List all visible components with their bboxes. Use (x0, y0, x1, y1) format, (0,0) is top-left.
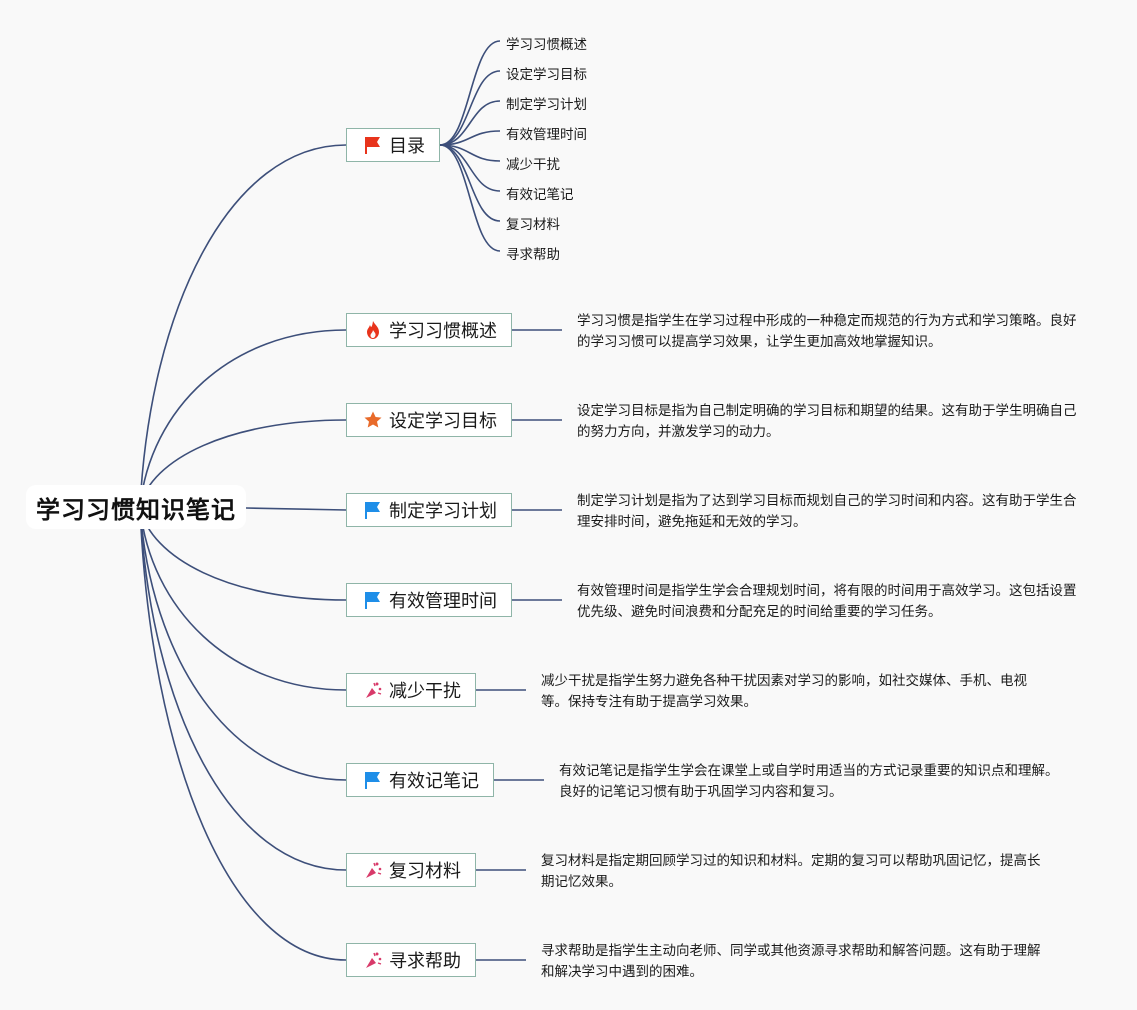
branch-distraction[interactable]: 减少干扰 (346, 673, 476, 707)
root-connector (139, 506, 347, 871)
toc-item[interactable]: 寻求帮助 (506, 247, 560, 263)
branch-plan[interactable]: 制定学习计划 (346, 493, 512, 527)
toc-item[interactable]: 学习习惯概述 (506, 37, 587, 53)
root-connector (139, 506, 347, 781)
branch-time-label: 有效管理时间 (389, 591, 497, 612)
toc-item[interactable]: 有效管理时间 (506, 127, 587, 143)
branch-notes-label: 有效记笔记 (389, 771, 479, 792)
root-connector (139, 329, 347, 508)
fire-icon (363, 320, 383, 340)
root-topic[interactable]: 学习习惯知识笔记 (26, 485, 246, 529)
branch-review-label: 复习材料 (389, 861, 461, 882)
branch-help-label: 寻求帮助 (389, 951, 461, 972)
toc-item[interactable]: 制定学习计划 (506, 97, 587, 113)
toc-item[interactable]: 复习材料 (506, 217, 560, 233)
blue-flag-icon (363, 590, 383, 610)
branch-toc-label: 目录 (389, 136, 425, 157)
toc-connector (439, 144, 501, 222)
branch-toc[interactable]: 目录 (346, 128, 440, 162)
branch-distraction-desc: 减少干扰是指学生努力避免各种干扰因素对学习的影响，如社交媒体、手机、电视等。保持… (541, 673, 1027, 710)
branch-time-desc: 有效管理时间是指学生学会合理规划时间，将有限的时间用于高效学习。这包括设置优先级… (577, 583, 1077, 620)
branch-overview[interactable]: 学习习惯概述 (346, 313, 512, 347)
branch-overview-label: 学习习惯概述 (389, 321, 497, 342)
branch-goals[interactable]: 设定学习目标 (346, 403, 512, 437)
toc-connector (439, 40, 501, 146)
toc-item[interactable]: 设定学习目标 (506, 67, 587, 83)
toc-connector (439, 70, 501, 146)
branch-time[interactable]: 有效管理时间 (346, 583, 512, 617)
branch-help[interactable]: 寻求帮助 (346, 943, 476, 977)
branch-plan-desc: 制定学习计划是指为了达到学习目标而规划自己的学习时间和内容。这有助于学生合理安排… (577, 493, 1077, 530)
branch-notes-desc: 有效记笔记是指学生学会在课堂上或自学时用适当的方式记录重要的知识点和理解。良好的… (559, 763, 1059, 800)
branch-help-desc: 寻求帮助是指学生主动向老师、同学或其他资源寻求帮助和解答问题。这有助于理解和解决… (541, 943, 1041, 980)
branch-notes[interactable]: 有效记笔记 (346, 763, 494, 797)
branch-plan-label: 制定学习计划 (389, 501, 497, 522)
blue-flag-icon (363, 770, 383, 790)
root-connector (245, 507, 347, 511)
root-connector (139, 144, 347, 508)
root-connector (139, 506, 347, 961)
branch-distraction-label: 减少干扰 (389, 681, 461, 702)
branch-goals-label: 设定学习目标 (389, 411, 497, 432)
toc-item[interactable]: 有效记笔记 (506, 187, 574, 203)
party-popper-icon (363, 680, 383, 700)
toc-connector (439, 144, 501, 252)
branch-overview-desc: 学习习惯是指学生在学习过程中形成的一种稳定而规范的行为方式和学习策略。良好的学习… (577, 313, 1077, 350)
party-popper-icon (363, 860, 383, 880)
root-connector (139, 506, 347, 691)
toc-connector (439, 100, 501, 146)
blue-flag-icon (363, 500, 383, 520)
toc-item[interactable]: 减少干扰 (506, 157, 560, 173)
branch-review[interactable]: 复习材料 (346, 853, 476, 887)
star-icon (363, 410, 383, 430)
branch-goals-desc: 设定学习目标是指为自己制定明确的学习目标和期望的结果。这有助于学生明确自己的努力… (577, 403, 1077, 440)
branch-review-desc: 复习材料是指定期回顾学习过的知识和材料。定期的复习可以帮助巩固记忆，提高长期记忆… (541, 853, 1041, 890)
party-popper-icon (363, 950, 383, 970)
red-flag-icon (363, 135, 383, 155)
